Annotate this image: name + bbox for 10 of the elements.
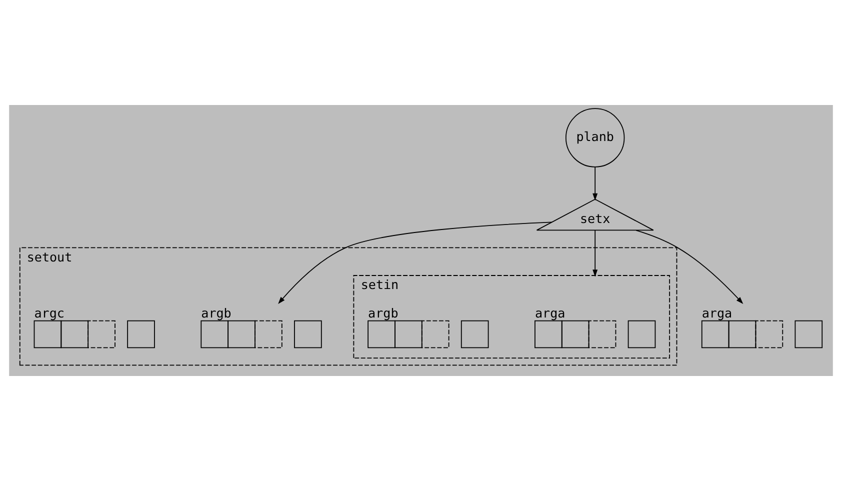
node-label: arga xyxy=(534,304,566,320)
arrow xyxy=(592,230,598,276)
node-label: argb xyxy=(368,304,398,320)
arrow xyxy=(592,166,598,200)
node-label: argc xyxy=(34,304,64,320)
node-label: argb xyxy=(201,304,232,320)
node-circle: planb xyxy=(565,108,625,167)
arrow xyxy=(278,221,552,304)
node-label: arga xyxy=(702,304,732,320)
arrow xyxy=(636,229,744,304)
